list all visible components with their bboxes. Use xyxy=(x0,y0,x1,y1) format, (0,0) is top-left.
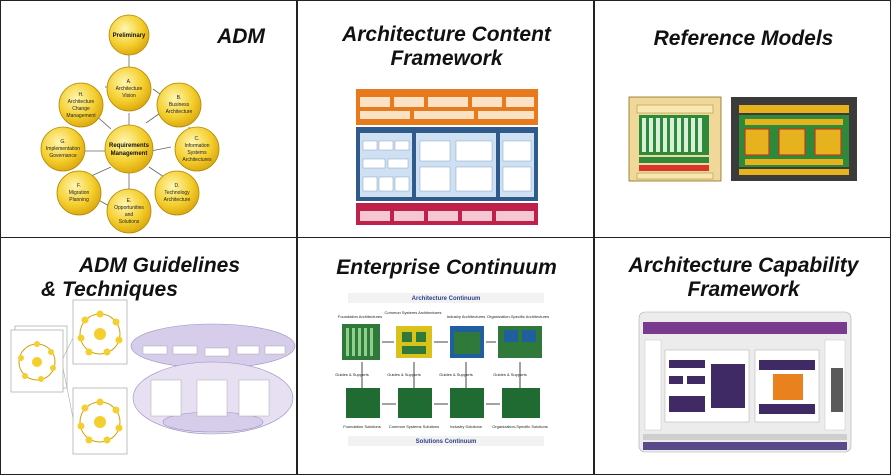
panel-capability-framework: Architecture Capability Framework xyxy=(594,237,891,475)
center-l1: Requirements xyxy=(109,143,150,149)
org-specific-solutions-label: Organization-Specific Solutions xyxy=(492,424,548,429)
center-l2: Management xyxy=(111,151,148,157)
panel-reference-models-title: Reference Models xyxy=(653,27,834,50)
guides-supports-4: Guides & Supports xyxy=(493,372,527,377)
capability-diagram xyxy=(638,311,852,453)
architecture-repository-band xyxy=(643,442,847,450)
foundation-architectures-label: Foundation Architectures xyxy=(338,314,382,319)
phase-h-l2: Architecture xyxy=(68,99,95,105)
common-systems-solutions-label: Common Systems Solutions xyxy=(389,424,439,429)
phase-b-l3: Architecture xyxy=(166,109,193,115)
common-systems-architectures-label: Common Systems Architectures xyxy=(385,310,442,315)
content-framework-title-line1: Architecture Content xyxy=(342,23,551,46)
requirements-management: Requirements Management xyxy=(104,124,154,174)
phase-f: F. Migration Planning xyxy=(56,170,102,216)
phase-b-l1: B. xyxy=(177,95,182,101)
phase-b-l2: Business xyxy=(169,102,190,108)
content-framework-title-line2: Framework xyxy=(390,47,503,70)
guides-supports-2: Guides & Supports xyxy=(387,372,421,377)
panel-guidelines-title: ADM Guidelines & Techniques xyxy=(41,254,281,302)
phase-g-l3: Governance xyxy=(49,153,76,159)
phase-f-l2: Migration xyxy=(69,190,90,196)
phase-h: H. Architecture Change Management xyxy=(58,82,104,128)
phase-c-l2: Information xyxy=(184,143,209,149)
phase-e: E. Opportunities and Solutions xyxy=(106,188,152,234)
phase-e-l2: Opportunities xyxy=(114,205,144,211)
architecture-continuum-band xyxy=(348,293,544,303)
phase-d-l3: Architecture xyxy=(164,197,191,203)
panel-guidelines: ADM Guidelines & Techniques xyxy=(0,237,297,475)
panel-adm-title: ADM xyxy=(217,25,265,48)
guidelines-title-line1: ADM Guidelines xyxy=(79,254,241,277)
panel-content-framework-title: Architecture Content Framework xyxy=(308,23,585,71)
org-specific-architectures-label: Organization-Specific Architectures xyxy=(487,314,549,319)
continuum-diagram: Architecture Continuum Foundation Archit… xyxy=(335,293,549,446)
phase-f-l1: F. xyxy=(77,183,81,189)
panel-content-framework: Architecture Content Framework xyxy=(297,0,594,238)
phase-a-l1: A. xyxy=(127,79,132,85)
governance-bodies-band xyxy=(643,322,847,334)
phase-c-l4: Architectures xyxy=(182,157,212,163)
phase-h-l3: Change xyxy=(72,106,90,112)
phase-a: A. Architecture Vision xyxy=(106,66,152,112)
industry-solutions-label: Industry Solutions xyxy=(450,424,482,429)
phase-preliminary: Preliminary xyxy=(108,14,150,56)
architecture-blocks xyxy=(342,324,542,360)
phase-d: D. Technology Architecture xyxy=(154,170,200,216)
solutions-continuum-band xyxy=(348,436,544,446)
adm-cycle-diagram: Preliminary A. Architecture Vision B. Bu… xyxy=(40,14,220,234)
contract-box xyxy=(773,374,803,400)
solutions-continuum-label: Solutions Continuum xyxy=(416,439,477,445)
phase-g-l1: G. xyxy=(60,139,65,145)
panel-enterprise-continuum: Enterprise Continuum Architecture Contin… xyxy=(297,237,594,475)
phase-b: B. Business Architecture xyxy=(156,82,202,128)
phase-h-l4: Management xyxy=(66,113,96,119)
phase-f-l3: Planning xyxy=(69,197,89,203)
solution-blocks xyxy=(346,388,540,418)
phase-a-l3: Vision xyxy=(122,93,136,99)
capability-title-line1: Architecture Capability xyxy=(628,254,859,277)
phase-e-l3: and xyxy=(125,212,134,218)
capability-title-line2: Framework xyxy=(687,278,800,301)
panel-capability-title: Architecture Capability Framework xyxy=(603,254,884,302)
reference-models-diagram xyxy=(628,96,857,182)
guides-supports-1: Guides & Supports xyxy=(335,372,369,377)
phase-c: C. Information Systems Architectures xyxy=(174,126,220,172)
panel-continuum-title: Enterprise Continuum xyxy=(336,256,557,279)
phase-g-l2: Implementation xyxy=(46,146,80,152)
guidelines-diagram xyxy=(10,299,296,455)
guides-supports-3: Guides & Supports xyxy=(439,372,473,377)
phase-c-l1: C. xyxy=(195,136,200,142)
phase-a-l2: Architecture xyxy=(116,86,143,92)
phase-d-l2: Technology xyxy=(164,190,190,196)
foundation-solutions-label: Foundation Solutions xyxy=(343,424,381,429)
phase-preliminary-label: Preliminary xyxy=(113,33,146,39)
industry-architectures-label: Industry Architectures xyxy=(447,314,485,319)
panel-reference-models: Reference Models xyxy=(594,0,891,238)
technical-reference-model xyxy=(628,96,722,182)
guidelines-title-line2: & Techniques xyxy=(41,278,178,301)
panel-adm: ADM xyxy=(0,0,297,238)
phase-e-l1: E. xyxy=(127,198,132,204)
architecture-continuum-label: Architecture Continuum xyxy=(412,296,481,302)
content-framework-diagram xyxy=(356,89,538,225)
phase-h-l1: H. xyxy=(79,92,84,98)
iteration-pages xyxy=(10,299,128,455)
phase-e-l4: Solutions xyxy=(119,219,140,225)
phase-c-l3: Systems xyxy=(187,150,207,156)
phase-g: G. Implementation Governance xyxy=(40,126,86,172)
integrated-information-infrastructure-model xyxy=(731,97,857,181)
capability-ellipses xyxy=(130,323,296,435)
phase-d-l1: D. xyxy=(175,183,180,189)
